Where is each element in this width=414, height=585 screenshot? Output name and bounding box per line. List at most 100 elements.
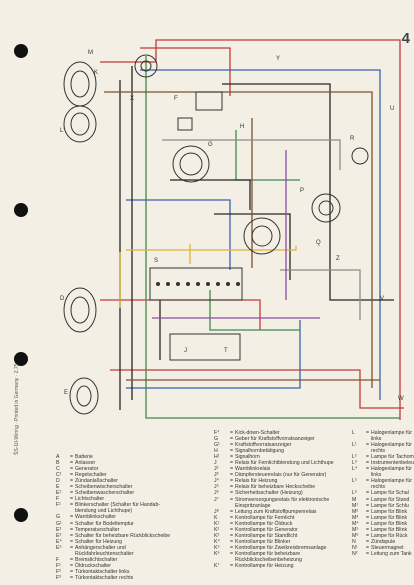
legend-separator: =	[69, 496, 74, 503]
legend-code: N	[352, 538, 356, 545]
label-X: X	[130, 96, 134, 102]
fuse-terminal	[226, 282, 230, 286]
legend-code: E¹	[56, 490, 62, 497]
legend-text: Lampe für Schlu	[371, 502, 409, 509]
legend-code: K⁵	[214, 544, 220, 551]
legend-text: Leitung zum Tank	[371, 550, 412, 557]
legend-separator: =	[69, 532, 74, 539]
legend-row: K⁶=Kontrollampe für beheizbare	[214, 551, 334, 557]
legend-text: Schalter für beheizbare Rückblickscheibe	[75, 532, 171, 539]
label-S: S	[154, 258, 158, 264]
label-G: G	[208, 142, 213, 148]
legend-text: Schalter für Heizung	[75, 538, 122, 545]
fuse-terminal	[186, 282, 190, 286]
legend-text: Kontrollampe für Standlicht	[235, 532, 298, 539]
legend-separator: =	[365, 478, 370, 485]
fuse-terminal	[176, 282, 180, 286]
legend-text: Halogenlampe für	[371, 478, 412, 485]
switch-panel	[169, 333, 241, 361]
legend-text: Kontrollampe für Heizung	[235, 563, 294, 570]
legend-row: links	[352, 472, 414, 478]
legend-text: Türkontaktschalter links	[75, 568, 130, 575]
legend-row: H=Signalhornbetätigung	[214, 448, 334, 454]
legend-separator: =	[229, 460, 234, 467]
headlight-top-left	[63, 61, 97, 107]
legend-text: Scheibenwascherschalter	[75, 490, 135, 497]
legend-separator: =	[69, 466, 74, 473]
legend-row: G¹=Schalter für Bodeltemptur	[56, 521, 170, 527]
legend-separator: =	[365, 454, 370, 461]
legend-separator: =	[365, 508, 370, 515]
fuse-box	[149, 267, 243, 301]
legend-separator: =	[69, 484, 74, 491]
legend-row: G¹=Kraftstoffvorratsanzeiger	[214, 442, 334, 448]
label-E: E	[64, 390, 68, 396]
legend-separator: =	[229, 430, 234, 436]
legend-row: Einspritzanlage	[214, 503, 334, 509]
legend-text: Zündanlaßschalter	[75, 478, 118, 485]
legend-text: Leitung zum Kraftstoffpumpenrelais	[235, 508, 317, 515]
legend-row: N=Zündspule	[352, 539, 414, 545]
legend-separator: =	[365, 490, 370, 497]
legend-code: K²	[214, 526, 220, 533]
legend-code: M³	[352, 514, 359, 521]
legend-text: Warnblinkschalter	[75, 514, 117, 521]
label-Y: Y	[276, 56, 280, 62]
legend-row: B=Anlasser	[56, 460, 170, 466]
legend-text: Sicherheitsschalter (Heizung)	[235, 490, 303, 497]
legend-text: Anlasser	[75, 460, 96, 467]
legend-code: K	[214, 514, 218, 521]
wire	[100, 299, 261, 330]
legend-row: K²=Kontrollampe für Generator	[214, 527, 334, 533]
distributor	[311, 193, 341, 223]
wire	[214, 213, 291, 280]
legend-separator: =	[69, 520, 74, 527]
legend-text: blendung und Lichthupe)	[75, 508, 133, 515]
legend-code: L⁴	[352, 466, 358, 473]
legend-separator: =	[229, 454, 234, 461]
wire	[162, 139, 341, 170]
label-H: H	[240, 124, 244, 130]
legend-row: E=Scheibenwischerschalter	[56, 484, 170, 490]
legend-row: C¹=Regelschalter	[56, 472, 170, 478]
legend-text: Öldruckschalter	[75, 562, 112, 569]
legend-separator: =	[69, 478, 74, 485]
legend-separator: =	[229, 478, 234, 485]
legend-code: F	[56, 556, 60, 563]
wire	[209, 290, 300, 331]
legend-text: Kontrollampe für Generator	[235, 526, 298, 533]
legend-code: J⁷	[214, 496, 219, 503]
legend-code: K⁷	[214, 563, 220, 570]
legend-code: F⁴	[214, 430, 220, 436]
legend-text: Signalhorn	[235, 454, 260, 461]
legend-separator: =	[69, 454, 74, 460]
legend-code: C¹	[56, 472, 62, 479]
legend-text: Scheibenwischerschalter	[75, 484, 133, 491]
legend-row: C=Generator	[56, 466, 170, 472]
legend-row: E⁴=Schalter für Heizung	[56, 539, 170, 545]
label-R: R	[350, 136, 355, 142]
legend-text: Halogenlampe für	[371, 430, 412, 436]
legend-row: L=Halogenlampe für	[352, 430, 414, 436]
legend-separator: =	[365, 532, 370, 539]
legend-separator: =	[69, 460, 74, 467]
legend-row: L³=Instrumentenbeleu	[352, 460, 414, 466]
legend-code: A	[56, 454, 60, 460]
legend-row: D=Zündanlaßschalter	[56, 478, 170, 484]
legend-row: F¹=Öldruckschalter	[56, 563, 170, 569]
label-U: U	[390, 106, 394, 112]
legend-row: M=Lampe für Stand	[352, 497, 414, 503]
legend-text: Lampe für Stand	[371, 496, 410, 503]
legend-text: Zündspule	[371, 538, 396, 545]
legend-separator: =	[229, 484, 234, 491]
headlight-mid-left	[63, 105, 97, 143]
wiring-diagram: M K L' D E F G H J P Q R S T U V W X Y Z	[60, 39, 404, 420]
legend-row: J⁴=Relais für Heizung	[214, 478, 334, 484]
label-L: L'	[60, 128, 64, 134]
legend-text: Steuermagnet	[371, 544, 404, 551]
legend-code: C	[56, 466, 60, 473]
label-J: J	[184, 348, 187, 354]
legend-text: Relais für beheizbare Heckscheibe	[235, 484, 316, 491]
legend-code: G¹	[56, 520, 62, 527]
legend-separator: =	[229, 466, 234, 473]
